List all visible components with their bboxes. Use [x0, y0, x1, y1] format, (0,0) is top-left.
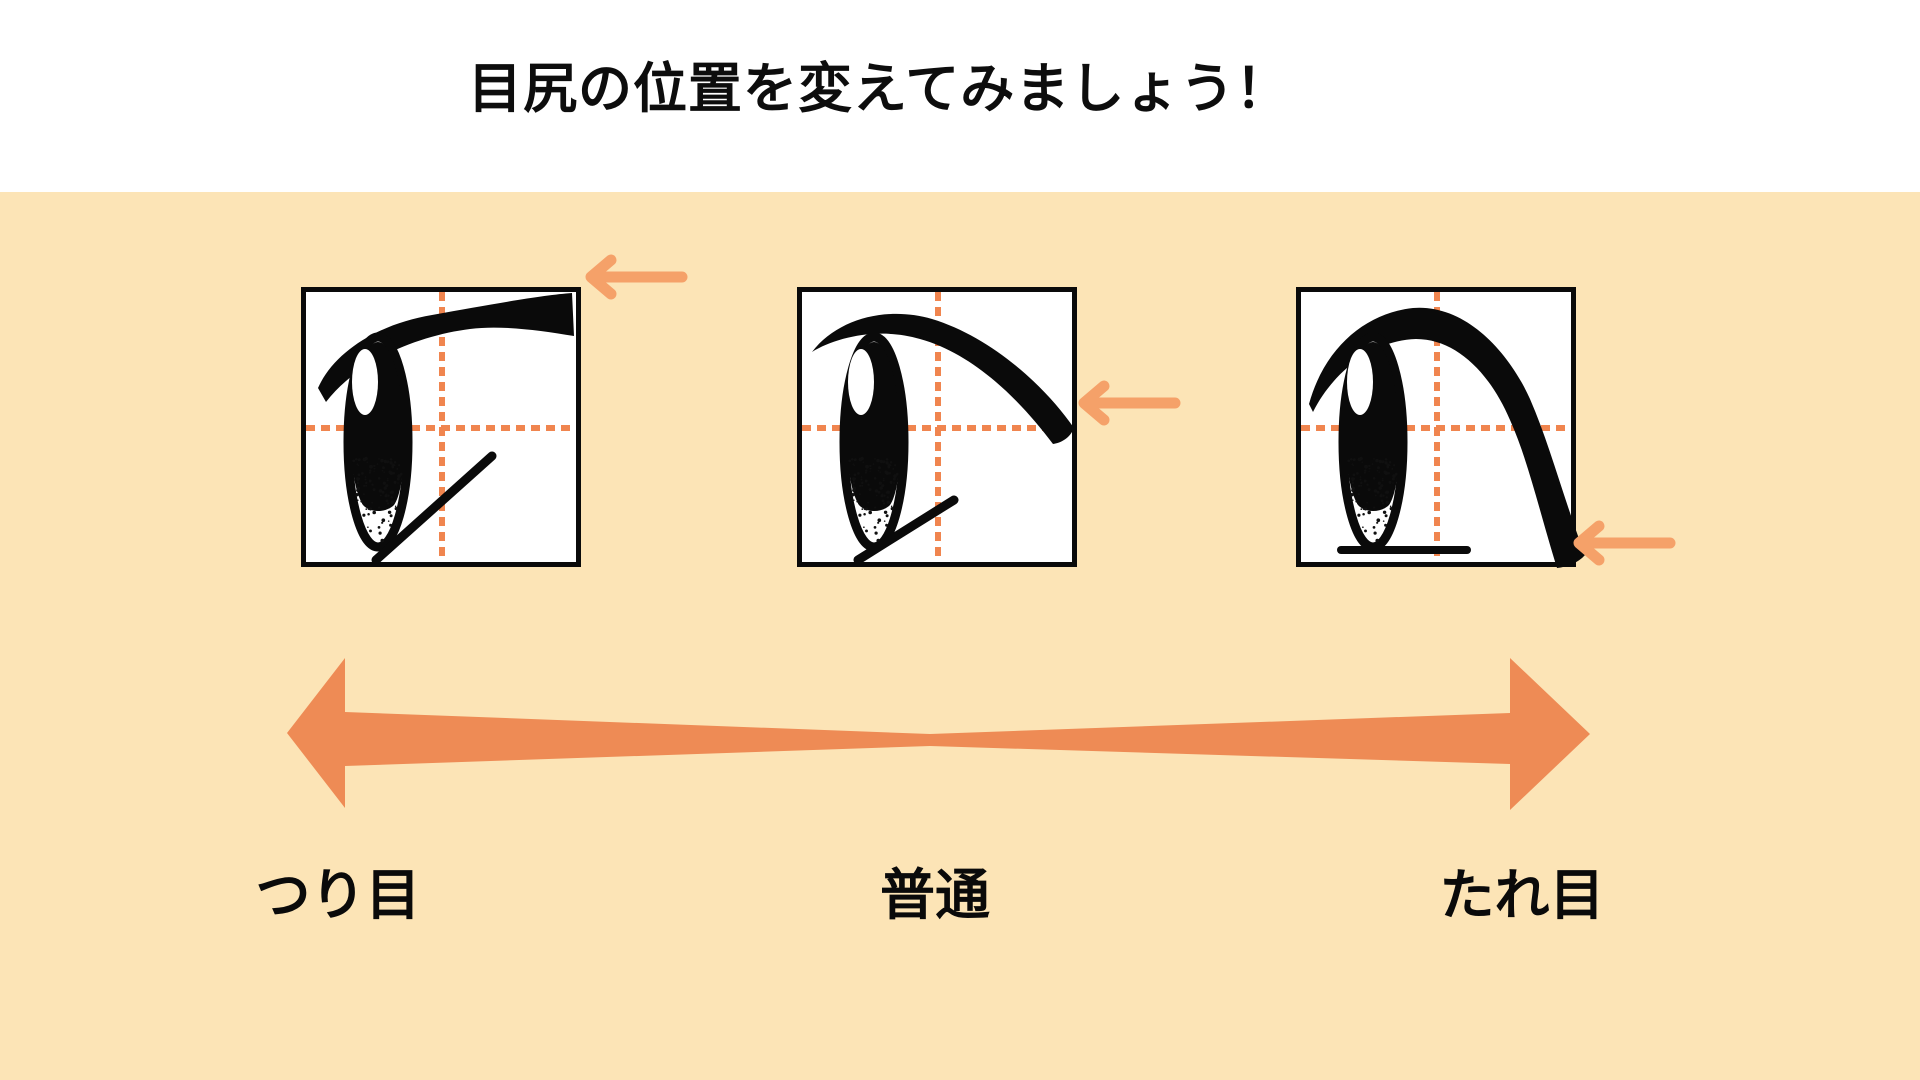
eyebrow-high-stroke — [318, 293, 574, 402]
eye-panel-futsuu — [797, 287, 1077, 567]
iris-icon — [1343, 337, 1403, 547]
eye-drawing-futsuu — [802, 292, 1074, 565]
lower-lash-upturned — [371, 451, 497, 565]
label-tareme: たれ目 — [1439, 864, 1605, 926]
label-futsuu: 普通 — [879, 864, 990, 926]
title-band: 目尻の位置を変えてみましょう！ — [0, 0, 1920, 192]
eye-panel-tareme — [1296, 287, 1585, 568]
iris-icon — [844, 337, 904, 547]
label-tsurime: つり目 — [255, 864, 421, 926]
eyebrow-middle-stroke — [812, 313, 1074, 444]
eye-drawing-tsurime — [306, 292, 576, 565]
iris-icon — [348, 337, 408, 547]
lower-lash-normal — [853, 495, 959, 565]
eye-panel-tsurime — [301, 287, 581, 567]
eyebrow-low-stroke — [1309, 307, 1585, 568]
page-title: 目尻の位置を変えてみましょう！ — [468, 59, 1291, 119]
eye-drawing-tareme — [1301, 292, 1585, 568]
